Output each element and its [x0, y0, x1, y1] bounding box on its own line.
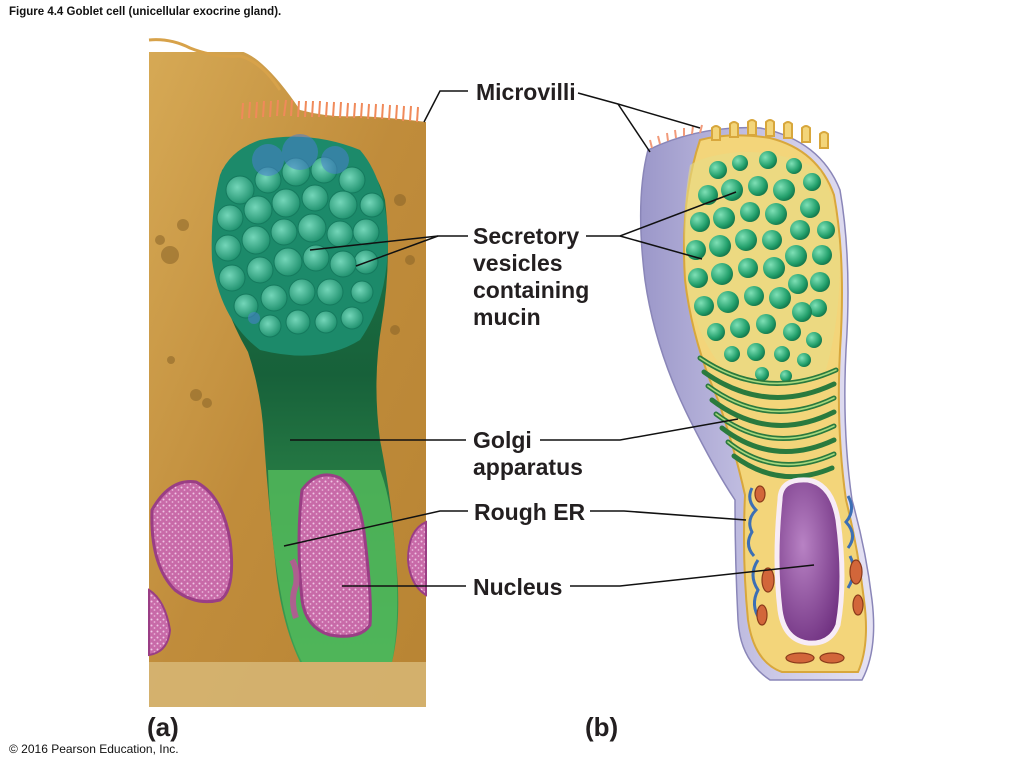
rough-er-illustration	[747, 487, 855, 621]
vesicles-illustration	[686, 151, 835, 382]
nucleus-micrograph	[297, 473, 372, 638]
microvilli-fringe-micrograph	[241, 99, 419, 123]
copyright-notice: © 2016 Pearson Education, Inc.	[9, 742, 179, 756]
illustration-panel-b	[639, 119, 875, 681]
panel-label-b: (b)	[585, 712, 619, 742]
label-rough-er: Rough ER	[474, 499, 586, 525]
label-secretory-line3: containing	[473, 277, 590, 303]
vesicles-micrograph	[211, 134, 388, 356]
label-golgi-line1: Golgi	[473, 427, 532, 453]
label-nucleus: Nucleus	[473, 574, 563, 600]
nucleus-illustration	[774, 477, 845, 646]
mitochondria-illustration	[754, 485, 864, 664]
label-secretory-line2: vesicles	[473, 250, 563, 276]
leader-lines	[283, 90, 815, 587]
figure-title: Figure 4.4 Goblet cell (unicellular exoc…	[9, 6, 282, 18]
panel-label-a: (a)	[147, 712, 179, 742]
microvilli-illustration	[711, 119, 829, 149]
label-secretory-line4: mucin	[473, 304, 541, 330]
label-secretory-line1: Secretory	[473, 223, 580, 249]
micrograph-panel-a	[148, 37, 427, 707]
label-microvilli: Microvilli	[476, 79, 576, 105]
label-golgi-line2: apparatus	[473, 454, 583, 480]
